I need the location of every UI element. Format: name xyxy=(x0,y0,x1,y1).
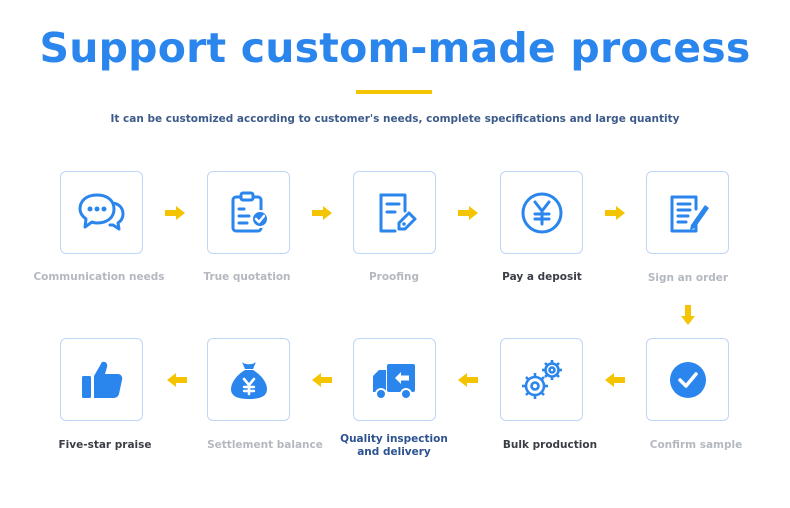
clipboard-check-icon xyxy=(231,191,269,232)
step-label-pay-a-deposit: Pay a deposit xyxy=(502,271,582,283)
step-label-sign-an-order: Sign an order xyxy=(647,272,729,284)
arrow-down-icon xyxy=(681,305,695,325)
chat-bubbles-icon xyxy=(78,193,124,230)
step-label-quality-inspection-and-delivery: Quality inspection and delivery xyxy=(340,433,448,458)
step-label-proofing: Proofing xyxy=(368,271,420,283)
arrow-right-icon xyxy=(165,206,185,220)
document-edit-icon xyxy=(379,193,416,232)
arrow-left-icon xyxy=(312,373,332,387)
step-label-five-star-praise: Five-star praise xyxy=(58,439,152,451)
arrow-left-icon xyxy=(458,373,478,387)
thumbs-up-icon xyxy=(81,361,122,398)
step-label-confirm-sample: Confirm sample xyxy=(649,439,743,451)
step-card-pay-a-deposit xyxy=(500,171,583,254)
page-title: Support custom-made process xyxy=(39,24,751,72)
step-card-communication-needs xyxy=(60,171,143,254)
step-card-five-star-praise xyxy=(60,338,143,421)
step-card-settlement-balance xyxy=(207,338,290,421)
step-card-sign-an-order xyxy=(646,171,729,254)
money-bag-icon xyxy=(230,361,267,399)
arrow-left-icon xyxy=(605,373,625,387)
step-card-bulk-production xyxy=(500,338,583,421)
contract-pen-icon xyxy=(670,195,709,232)
step-card-quality-inspection-and-delivery xyxy=(353,338,436,421)
page-subtitle: It can be customized according to custom… xyxy=(110,113,680,125)
gears-icon xyxy=(521,359,562,399)
step-card-confirm-sample xyxy=(646,338,729,421)
yen-coin-icon xyxy=(521,192,562,233)
step-label-settlement-balance: Settlement balance xyxy=(207,439,323,451)
arrow-right-icon xyxy=(458,206,478,220)
title-underline xyxy=(356,90,432,94)
step-label-true-quotation: True quotation xyxy=(203,271,291,283)
delivery-truck-icon xyxy=(372,363,415,400)
arrow-left-icon xyxy=(167,373,187,387)
step-label-bulk-production: Bulk production xyxy=(502,439,598,451)
arrow-right-icon xyxy=(312,206,332,220)
arrow-right-icon xyxy=(605,206,625,220)
checkmark-circle-icon xyxy=(669,361,706,398)
step-card-true-quotation xyxy=(207,171,290,254)
step-card-proofing xyxy=(353,171,436,254)
step-label-communication-needs: Communication needs xyxy=(33,271,165,283)
